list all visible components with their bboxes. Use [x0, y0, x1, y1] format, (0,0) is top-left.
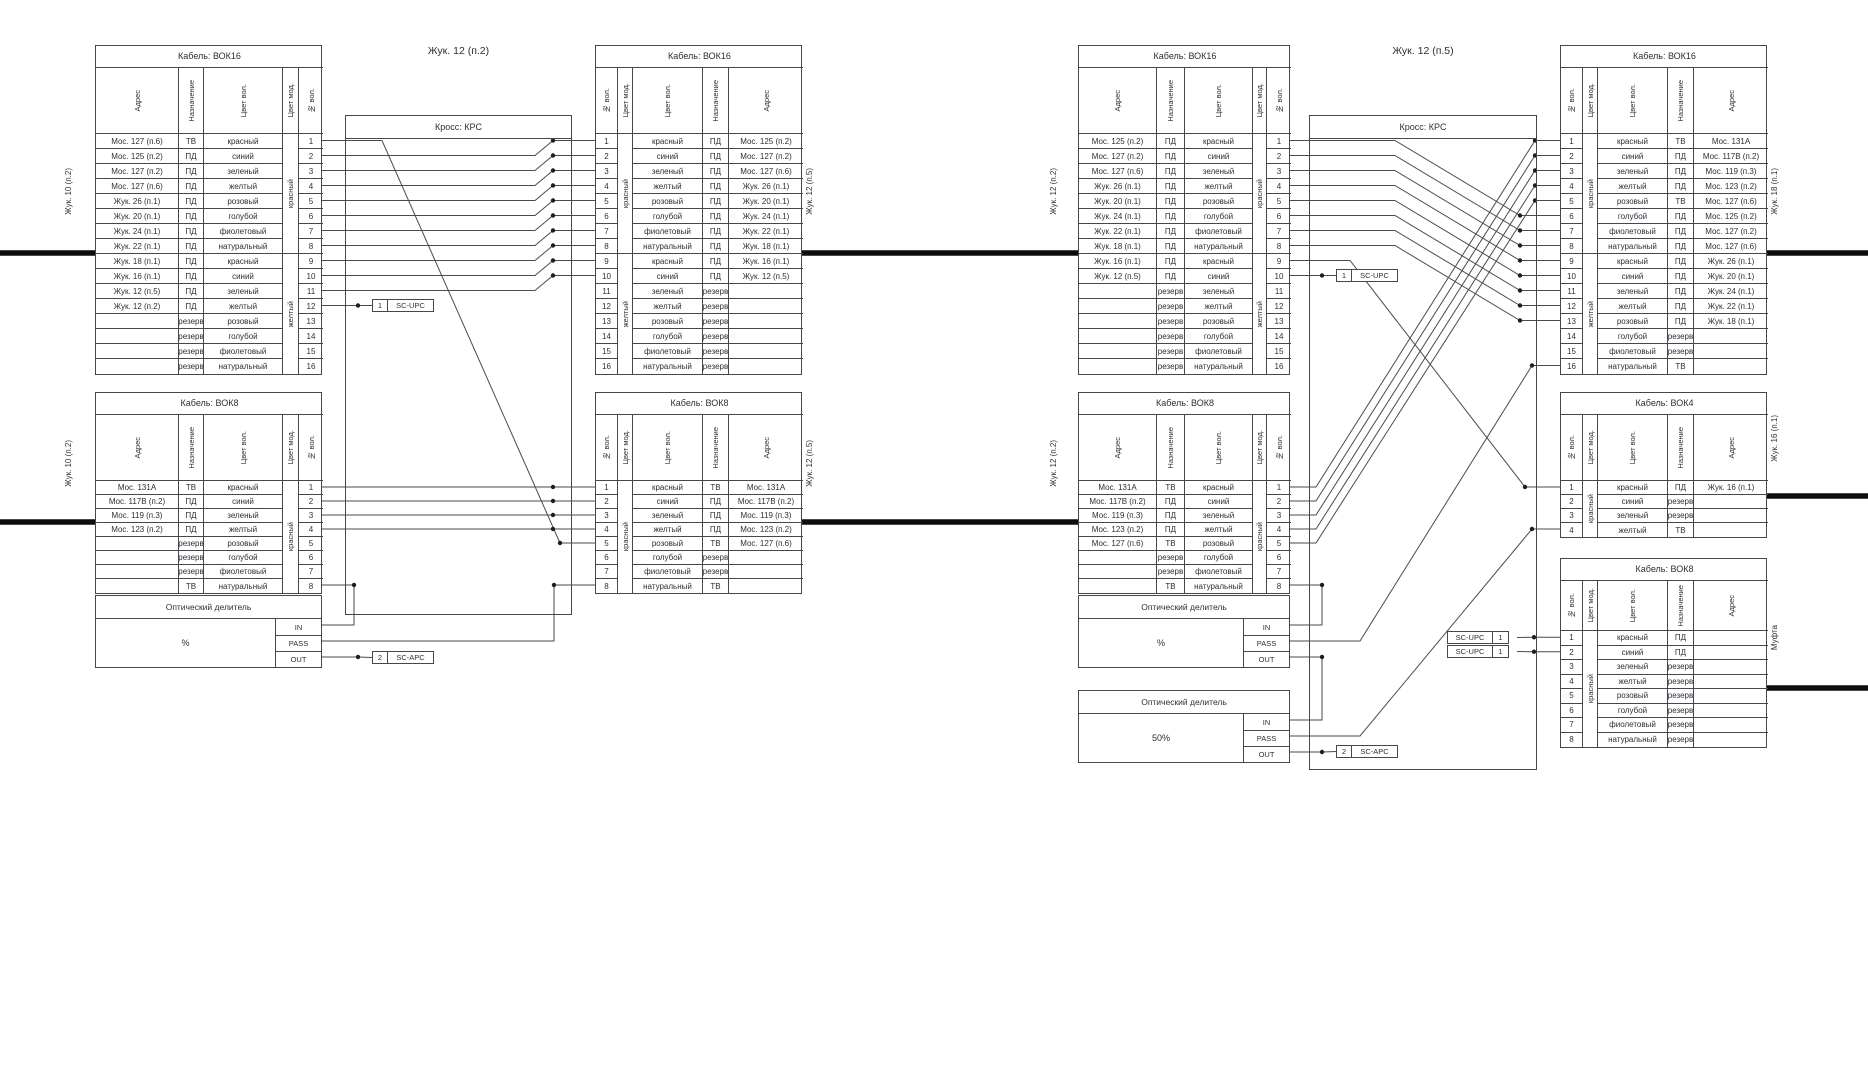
fiber-connection [1290, 751, 1337, 753]
fiber-connection [1290, 185, 1560, 530]
splice-dot [1531, 649, 1537, 654]
fiber-connection [1290, 584, 1323, 626]
splice-dot [1517, 303, 1523, 308]
splice-dot [1522, 484, 1528, 490]
splice-dot [1517, 273, 1523, 278]
splice-dot [550, 228, 556, 233]
splice-dot [1319, 654, 1325, 660]
fiber-connection [322, 215, 595, 231]
splice-dot [550, 168, 556, 173]
splice-dot [550, 198, 556, 203]
fiber-connection [322, 584, 355, 626]
splice-dot [1517, 243, 1523, 248]
fiber-connection [1290, 185, 1560, 261]
fiber-connection [1290, 230, 1560, 306]
splice-dot [551, 582, 557, 588]
fiber-connection [322, 200, 595, 216]
fiber-connection [1290, 260, 1560, 488]
splice-dot [550, 183, 556, 188]
fiber-connection [322, 230, 595, 246]
fiber-connection [1290, 170, 1560, 246]
splice-dot [1517, 213, 1523, 218]
splice-dot [1532, 183, 1538, 188]
fiber-connection [322, 170, 595, 186]
splice-dot [355, 303, 361, 308]
splice-dot [1532, 198, 1538, 203]
splice-dot [550, 213, 556, 218]
fiber-connection [322, 140, 595, 156]
splice-dot [1529, 363, 1535, 368]
splice-dot [550, 484, 556, 490]
fiber-connection [1290, 140, 1560, 488]
fiber-connection [1290, 200, 1560, 276]
splice-dot [1517, 228, 1523, 233]
fiber-connection [322, 140, 595, 544]
fiber-connection [1290, 245, 1560, 321]
fiber-connection [322, 260, 595, 276]
splice-dot [1532, 153, 1538, 158]
splice-dot [550, 153, 556, 158]
fiber-connection [1290, 170, 1560, 516]
fiber-connection [1290, 155, 1560, 502]
splice-dot [1517, 318, 1523, 323]
splice-dot [1319, 582, 1325, 588]
splice-dot [1529, 526, 1535, 532]
splice-dot [550, 526, 556, 532]
splice-dot [550, 258, 556, 263]
fiber-connection [322, 155, 595, 171]
fiber-connection [322, 584, 595, 642]
splice-dot [550, 243, 556, 248]
splice-dot [351, 582, 357, 588]
fiber-connection [1290, 215, 1560, 291]
splice-dot [1531, 635, 1537, 640]
fiber-connection [1290, 528, 1560, 737]
splice-dot [1517, 258, 1523, 263]
splice-dot [550, 138, 556, 143]
fiber-connection [1290, 200, 1560, 544]
splice-dot [1532, 138, 1538, 143]
splice-dot [557, 540, 563, 546]
fiber-connection [322, 185, 595, 201]
fiber-connection [1290, 140, 1560, 216]
fiber-connection [1290, 155, 1560, 231]
fiber-connection [1290, 365, 1560, 642]
fiber-connection [322, 656, 373, 658]
splice-dot [1319, 273, 1325, 278]
splice-dot [550, 498, 556, 504]
splice-dot [355, 654, 361, 660]
splice-dot [550, 512, 556, 518]
fiber-connection [322, 245, 595, 261]
splice-dot [550, 273, 556, 278]
splice-dot [1532, 168, 1538, 173]
splice-dot [1517, 288, 1523, 293]
splice-dot [1319, 749, 1325, 755]
fiber-connection [322, 275, 595, 291]
fiber-connection [1290, 656, 1323, 721]
